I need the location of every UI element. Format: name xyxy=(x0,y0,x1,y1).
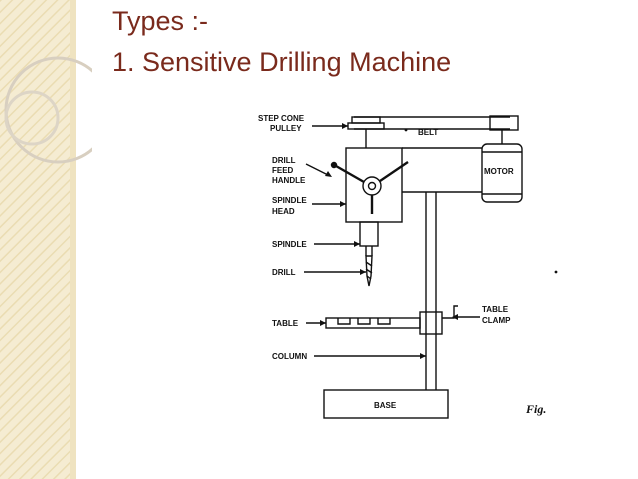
label-column: COLUMN xyxy=(272,352,307,361)
leader-drill-feed xyxy=(305,163,331,177)
slide-title-line2: 1. Sensitive Drilling Machine xyxy=(112,47,452,77)
stray-dot xyxy=(554,270,558,274)
drill-flutes xyxy=(365,261,373,280)
arrow-spindle xyxy=(354,241,360,247)
step-cone-pulley-bottom xyxy=(347,122,385,130)
label-table-clamp-1: TABLE xyxy=(482,305,509,314)
label-belt: BELT xyxy=(418,128,438,137)
spindle-head xyxy=(345,147,403,223)
drill-bit xyxy=(365,255,373,287)
label-drill: DRILL xyxy=(272,268,296,277)
table-clamp-block xyxy=(419,311,443,335)
machine-base xyxy=(323,389,449,419)
arrow-table xyxy=(320,320,326,326)
belt-dot xyxy=(404,128,408,132)
label-spindle: SPINDLE xyxy=(272,240,307,249)
slide-title-line1: Types :- xyxy=(112,6,209,36)
label-step-cone-1: STEP CONE xyxy=(258,114,305,123)
label-drill-feed-3: HANDLE xyxy=(272,176,306,185)
sidebar-edge xyxy=(70,0,76,479)
sidebar-circle-small xyxy=(4,90,60,146)
motor-pulley xyxy=(489,115,519,131)
sidebar-stripes xyxy=(0,0,70,479)
work-table xyxy=(325,317,421,329)
arrow-drill-feed xyxy=(325,171,332,177)
label-spindle-head-2: HEAD xyxy=(272,207,295,216)
label-drill-feed-1: DRILL xyxy=(272,156,296,165)
label-drill-feed-2: FEED xyxy=(272,166,294,175)
arrow-table-clamp xyxy=(452,314,458,320)
label-spindle-head-1: SPINDLE xyxy=(272,196,307,205)
table-clamp-lever xyxy=(442,305,458,319)
feed-handle-arm-left xyxy=(335,164,365,184)
label-base: BASE xyxy=(374,401,397,410)
label-step-cone-2: PULLEY xyxy=(270,124,302,133)
motor xyxy=(481,143,523,203)
feed-handle-center xyxy=(367,181,377,191)
feed-handle-hub xyxy=(362,176,382,196)
sensitive-drilling-machine-diagram: STEP CONE PULLEY BELT MOTOR DRILL FEED H… xyxy=(258,114,558,419)
arrow-drill xyxy=(360,269,366,275)
step-cone-pulley-top xyxy=(351,116,381,124)
figure-label: Fig. xyxy=(525,402,546,416)
label-table: TABLE xyxy=(272,319,299,328)
label-motor: MOTOR xyxy=(484,167,514,176)
sidebar-art xyxy=(0,0,92,479)
label-table-clamp-2: CLAMP xyxy=(482,316,511,325)
decorative-sidebar xyxy=(0,0,92,479)
table-t-slots xyxy=(337,318,391,325)
arrow-step-cone xyxy=(342,123,348,129)
spindle xyxy=(359,221,379,247)
feed-handle-arm-right xyxy=(379,161,409,182)
arrow-column xyxy=(420,353,426,359)
feed-handle-knob xyxy=(330,161,338,169)
arrow-spindle-head xyxy=(340,201,346,207)
